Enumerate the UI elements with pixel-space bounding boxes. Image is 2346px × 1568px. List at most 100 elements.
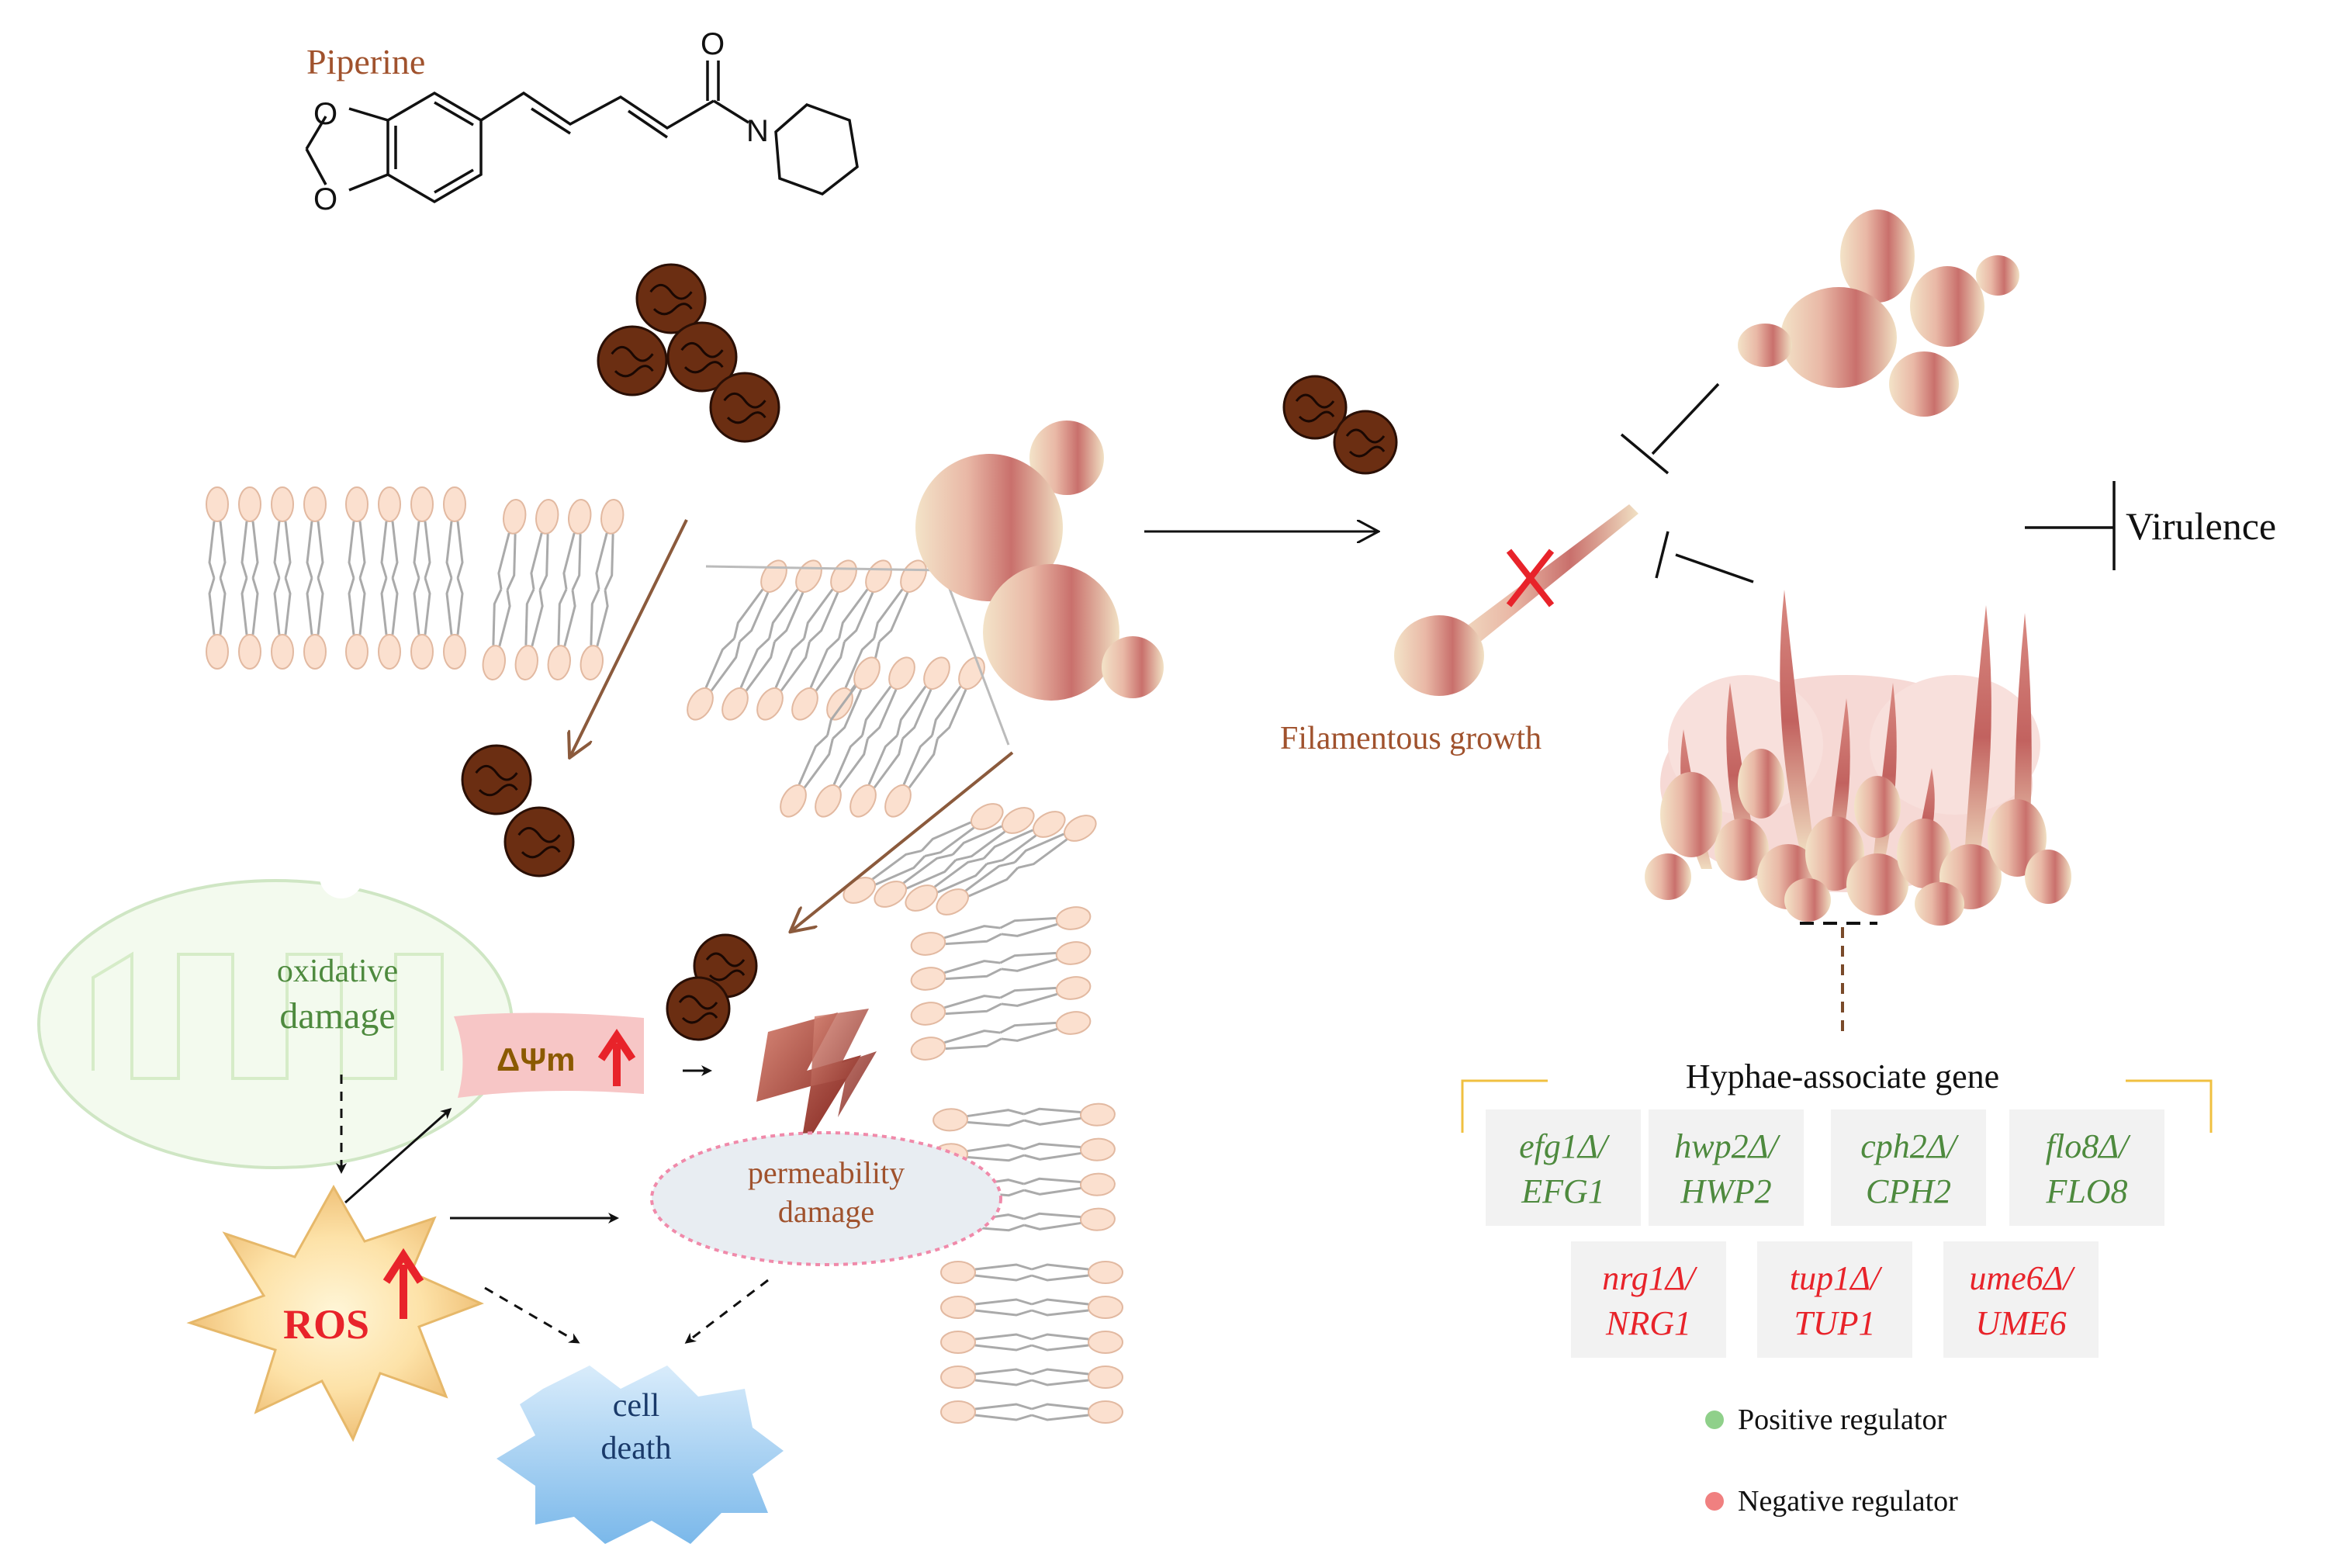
oxidative-damage-line2: damage — [279, 995, 395, 1037]
inhibition-lines — [1620, 382, 2116, 583]
gene-positive-wildtype: CPH2 — [1866, 1172, 1951, 1210]
piperine-particle — [597, 325, 668, 396]
gene-bracket — [1461, 1079, 2213, 1133]
phospholipid-pair — [940, 1296, 1123, 1319]
piperine-structure — [305, 61, 859, 204]
phospholipid-pair — [580, 499, 625, 680]
phospholipid-pair — [940, 1400, 1123, 1424]
atom-o-ring1: O — [313, 97, 337, 131]
yeast-budding-cells — [1738, 209, 2019, 417]
gene-positive-mutant: cph2Δ/ — [1860, 1127, 1959, 1165]
hyphal-cell — [2025, 850, 2071, 904]
legend-positive-dot — [1705, 1411, 1724, 1429]
piperine-particle-texture — [649, 283, 693, 316]
hypha — [1780, 590, 1815, 853]
piperine-particle-texture — [705, 952, 746, 981]
phospholipid-pair — [940, 1261, 1123, 1284]
phospholipid-pair — [910, 906, 1092, 956]
oxidative-damage-line1: oxidative — [277, 954, 398, 989]
filamentous-growth-label: Filamentous growth — [1280, 721, 1542, 756]
piperine-particle-texture — [611, 345, 654, 378]
hyphal-cell — [1715, 819, 1769, 881]
gene-positive-wildtype: HWP2 — [1680, 1172, 1771, 1210]
blocked-x-icon — [1506, 549, 1555, 607]
phospholipid-pair — [849, 656, 950, 818]
piperine-particle — [666, 321, 738, 393]
piperine-particle-texture — [678, 995, 718, 1024]
atom-o-carbonyl: O — [701, 27, 725, 61]
gene-negative-wildtype: UME6 — [1975, 1304, 2066, 1342]
atom-o-ring2: O — [313, 182, 337, 216]
piperine-particle — [1333, 410, 1398, 475]
phospholipid-pair — [443, 486, 466, 670]
gene-positive-mutant: flo8Δ/ — [2046, 1127, 2131, 1165]
hypha — [1964, 605, 1991, 869]
gene-connector — [1800, 922, 1877, 1036]
damage-bolt-icon — [756, 1009, 877, 1156]
phospholipid-pair — [547, 499, 592, 680]
gene-positive-wildtype: EFG1 — [1521, 1172, 1605, 1210]
phospholipid-pair — [940, 1366, 1123, 1389]
gene-positive-mutant: hwp2Δ/ — [1674, 1127, 1780, 1165]
phospholipid-pair — [345, 486, 369, 670]
virulence-label: Virulence — [2126, 504, 2276, 548]
phospholipid-pair — [482, 499, 527, 680]
phospholipid-pair — [815, 656, 915, 818]
piperine-particle — [461, 744, 532, 815]
piperine-particle-texture — [475, 764, 518, 797]
piperine-particle-texture — [1345, 428, 1386, 458]
gene-card-positive — [1649, 1109, 1804, 1226]
gene-card-positive — [1486, 1109, 1641, 1226]
gene-negative-wildtype: TUP1 — [1794, 1304, 1875, 1342]
ros-label: ROS — [283, 1301, 369, 1348]
phospholipid-pair — [826, 559, 927, 721]
piperine-particle-texture — [723, 392, 766, 424]
phospholipid-pair — [843, 803, 1004, 904]
gene-negative-wildtype: NRG1 — [1605, 1304, 1691, 1342]
pathway-arrows — [336, 519, 1377, 1344]
hyphal-cell — [1915, 882, 1964, 926]
hyphal-cell — [1738, 749, 1784, 819]
phospholipid-pair — [933, 1102, 1116, 1132]
hypha — [1680, 729, 1712, 869]
phospholipid-pair — [206, 486, 229, 670]
hyphal-cell — [1660, 772, 1722, 857]
gene-card-positive — [1831, 1109, 1986, 1226]
legend-positive-label: Positive regulator — [1738, 1404, 1946, 1436]
phospholipid-pair — [780, 656, 881, 818]
phospholipid-pair — [410, 486, 434, 670]
phospholipid-pair — [910, 941, 1092, 991]
phospholipid-pair — [936, 815, 1097, 916]
hyphal-cell — [1645, 853, 1691, 900]
piperine-particle — [1282, 375, 1348, 440]
permeability-line1: permeability — [748, 1155, 905, 1190]
phospholipid-pair — [271, 486, 294, 670]
phospholipid-pair — [910, 1011, 1092, 1061]
phospholipid-pair — [874, 807, 1035, 908]
hyphal-cell — [1988, 799, 2047, 877]
hyphal-cell — [1784, 878, 1831, 922]
piperine-particles — [461, 263, 1398, 1041]
piperine-particle — [635, 263, 707, 334]
mitochondrion — [37, 855, 578, 1169]
cell-death-line1: cell — [613, 1388, 660, 1424]
phospholipid-pair — [905, 811, 1066, 912]
ros-burst — [186, 1184, 484, 1442]
gene-card-negative — [1757, 1241, 1912, 1358]
piperine-label: Piperine — [306, 42, 425, 81]
gene-box-title: Hyphae-associate gene — [1686, 1057, 1999, 1096]
hyphal-cell — [1897, 819, 1951, 888]
permeability-line2: damage — [778, 1194, 874, 1229]
delta-psi-label: ΔΨm — [497, 1041, 576, 1078]
phospholipid-pair — [514, 499, 559, 680]
piperine-particle — [503, 806, 575, 877]
permeability-damage-node — [650, 1131, 1002, 1266]
yeast-cell-cluster — [705, 421, 1164, 746]
gene-card-negative — [1943, 1241, 2099, 1358]
filamentous-cell — [1394, 504, 1638, 696]
atom-n: N — [746, 114, 769, 148]
cell-death-node — [497, 1366, 784, 1544]
membrane-bilayer — [206, 486, 1123, 1424]
piperine-particle — [666, 976, 731, 1041]
